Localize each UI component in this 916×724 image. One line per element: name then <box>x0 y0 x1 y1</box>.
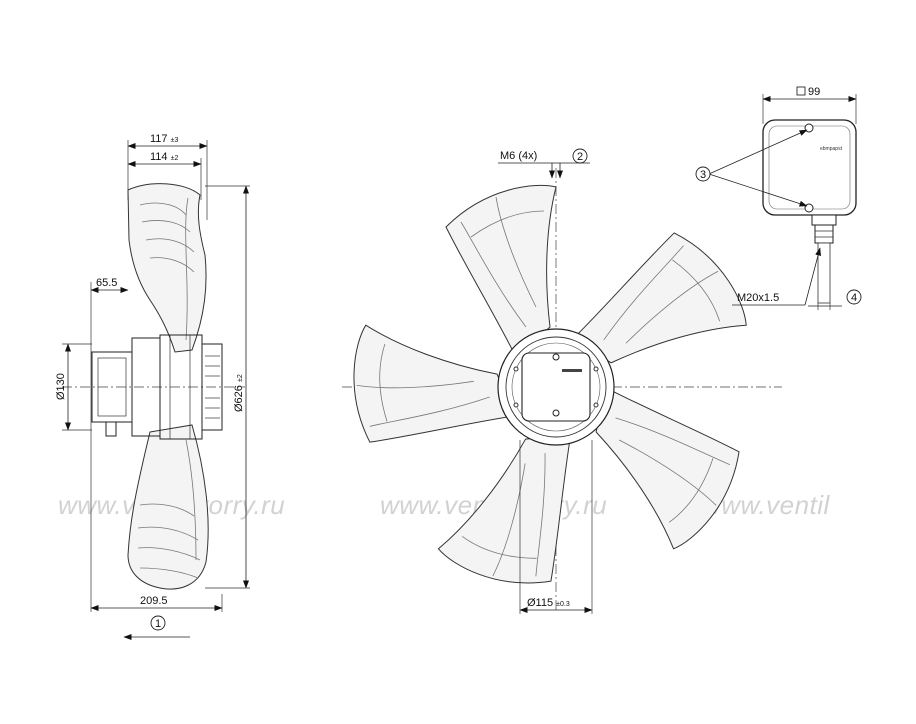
side-lower-blade <box>127 424 209 590</box>
side-vane <box>137 547 201 561</box>
fan-blade <box>571 232 747 364</box>
terminal-box-screw <box>804 123 814 133</box>
square-symbol <box>796 86 806 96</box>
callout-3-leader <box>708 173 808 207</box>
dim-d130-label: Ø130 <box>55 373 67 400</box>
dim-65-5-label: 65.5 <box>96 277 117 289</box>
hub-bolt-circle <box>511 342 601 432</box>
hub-logo-mark <box>562 369 582 372</box>
dim-114-label: 114 ±2 <box>150 151 178 163</box>
side-vane <box>185 439 197 561</box>
cable <box>817 242 831 304</box>
callout-2-label: 2 <box>577 151 583 163</box>
front-view: M6 (4x) 2 Ø115 ±0.3 <box>342 148 782 614</box>
side-view: 117 ±3 114 ±2 65.5 Ø130 Ø626 ±2 209.5 1 <box>55 133 250 640</box>
terminal-box-detail: 99 ebmpapst 3 M20x1.5 4 <box>695 86 862 310</box>
dim-99-label: 99 <box>808 86 820 98</box>
side-vane <box>139 202 187 216</box>
hub-screw <box>552 353 560 361</box>
side-vane <box>137 526 199 541</box>
impeller <box>353 184 747 584</box>
terminal-box-screw <box>804 203 814 213</box>
callout-3-leader <box>708 129 808 175</box>
fan-blade <box>353 324 516 443</box>
dim-117-label: 117 ±3 <box>150 133 178 145</box>
fan-blade <box>595 387 740 550</box>
mount-hole <box>593 402 599 408</box>
hub-screw <box>552 409 560 417</box>
m20-arrow <box>804 247 821 306</box>
dim-m6-label: M6 (4x) <box>500 150 537 162</box>
mount-hole <box>513 366 519 372</box>
callout-3-label: 3 <box>700 169 706 181</box>
dim-d115-label: Ø115 ±0.3 <box>527 597 570 609</box>
cable-gland-body <box>814 224 834 244</box>
side-vane <box>139 503 195 517</box>
side-stator <box>201 343 223 431</box>
fan-blade <box>445 184 557 358</box>
side-terminal-box-inner <box>97 357 127 417</box>
side-vane <box>139 567 199 579</box>
cable-gland-nut <box>811 214 837 226</box>
side-vane <box>149 257 195 273</box>
callout-4-label: 4 <box>851 292 857 304</box>
terminal-box-body <box>762 119 857 216</box>
side-vane <box>145 238 195 253</box>
dim-m20-label: M20x1.5 <box>737 292 779 304</box>
hub-inner-ring <box>505 336 607 438</box>
callout-3-circle <box>695 166 711 182</box>
side-vane <box>141 220 191 233</box>
callout-1-label: 1 <box>155 618 161 630</box>
side-cable-gland <box>105 421 117 437</box>
callout-2-circle <box>572 148 588 164</box>
dim-d626-label: Ø626 ±2 <box>233 374 245 412</box>
side-vane <box>185 197 189 341</box>
mount-hole <box>593 366 599 372</box>
mount-hole <box>513 402 519 408</box>
terminal-box-brand: ebmpapst <box>820 146 843 152</box>
dim-209-5-label: 209.5 <box>140 595 168 607</box>
side-fins <box>205 355 220 419</box>
callout-1-circle <box>150 615 166 631</box>
fan-blade <box>437 434 572 584</box>
callout-4-circle <box>846 289 862 305</box>
side-upper-blade <box>127 183 207 353</box>
